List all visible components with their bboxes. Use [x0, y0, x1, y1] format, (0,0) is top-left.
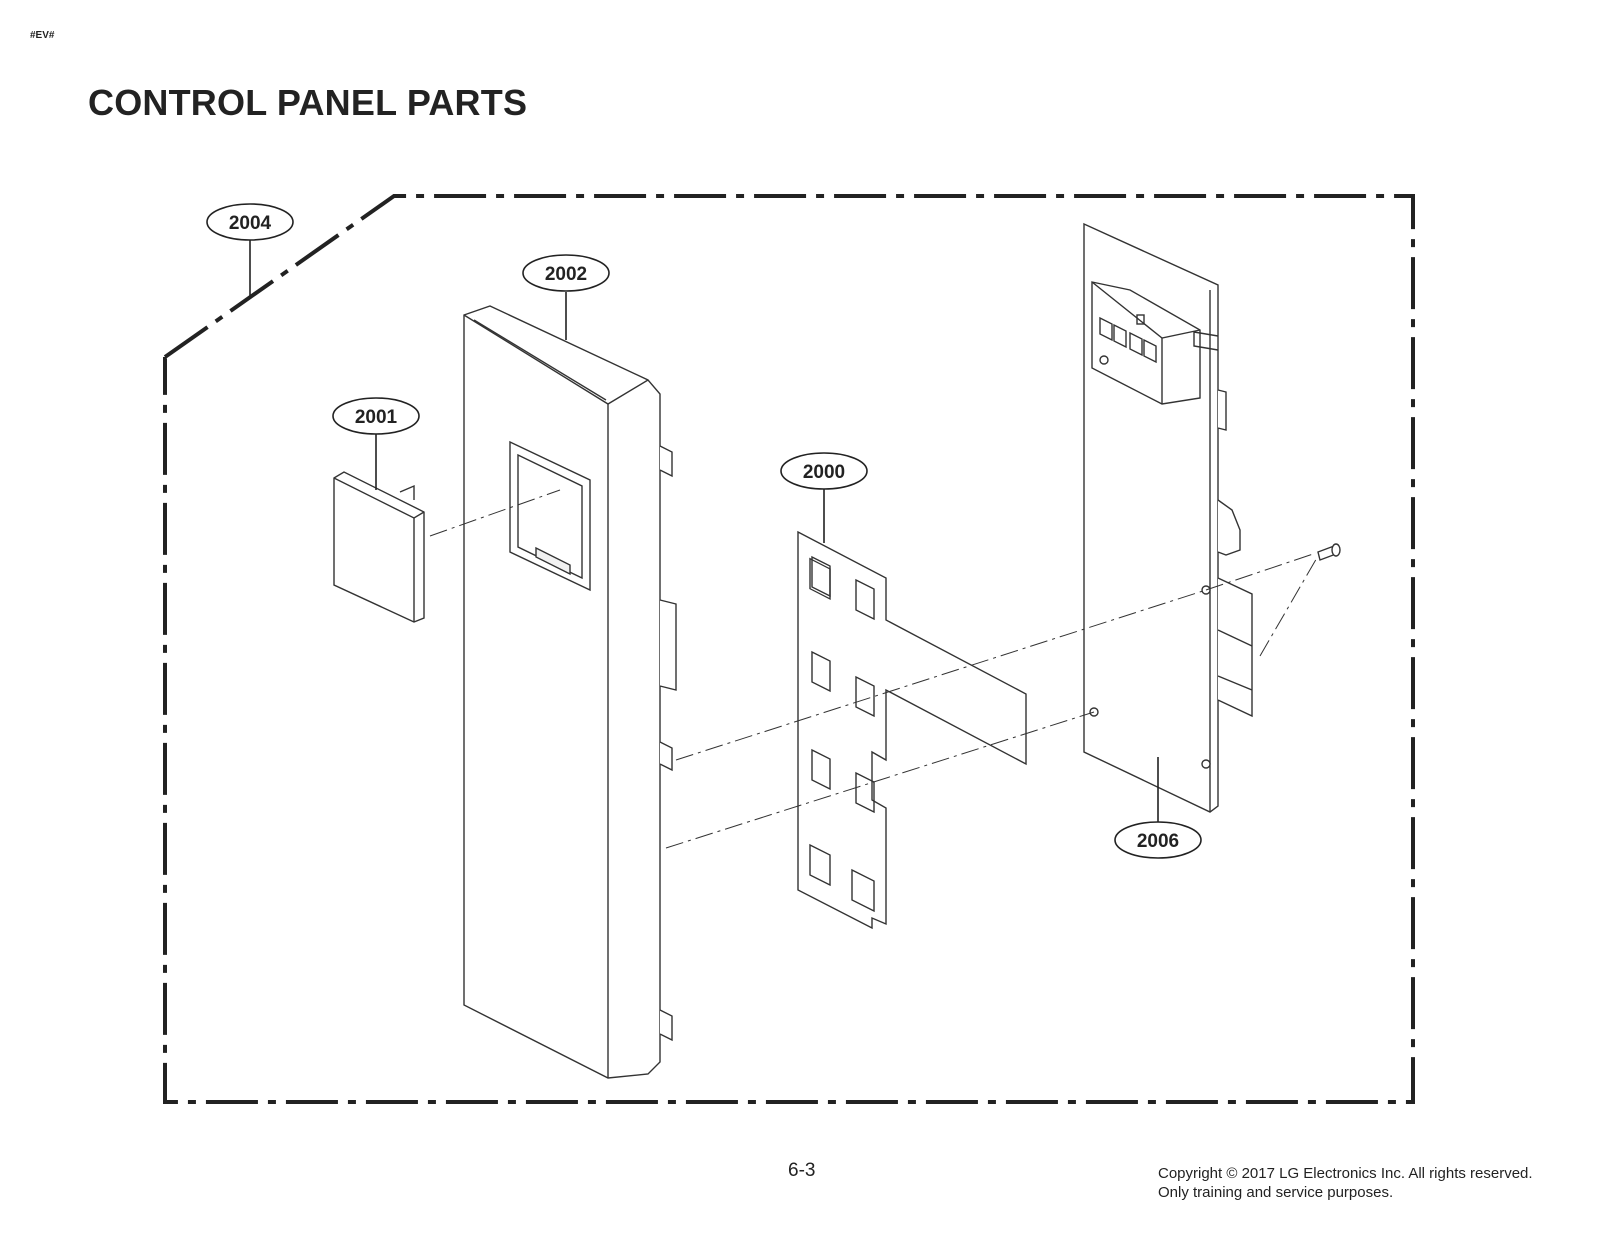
callout-2006: 2006: [1114, 821, 1202, 859]
svg-text:2002: 2002: [545, 264, 587, 285]
svg-text:2001: 2001: [355, 407, 398, 428]
callout-2001: 2001: [332, 397, 420, 435]
svg-text:2004: 2004: [229, 213, 272, 234]
copyright-line-2: Only training and service purposes.: [1158, 1184, 1394, 1201]
copyright-notice: Copyright © 2017 LG Electronics Inc. All…: [1158, 1164, 1533, 1202]
callout-leaders: [249, 239, 1159, 824]
assembly-lines: [429, 489, 1319, 849]
part-2001-cap: [333, 471, 425, 623]
screw: [1317, 543, 1341, 561]
document-tag: #EV#: [30, 30, 55, 41]
part-2000-membrane: [797, 530, 1027, 930]
copyright-line-1: Copyright © 2017 LG Electronics Inc. All…: [1158, 1165, 1533, 1182]
svg-text:2000: 2000: [803, 462, 845, 483]
page-number: 6-3: [788, 1160, 816, 1181]
part-2002-panel: [463, 305, 677, 1079]
callout-2000: 2000: [780, 452, 868, 490]
callout-2002: 2002: [522, 254, 610, 292]
svg-text:2006: 2006: [1137, 831, 1179, 852]
callout-2004: 2004: [206, 203, 294, 241]
part-2006-pcb: [1083, 222, 1253, 813]
page-title: CONTROL PANEL PARTS: [88, 82, 528, 123]
